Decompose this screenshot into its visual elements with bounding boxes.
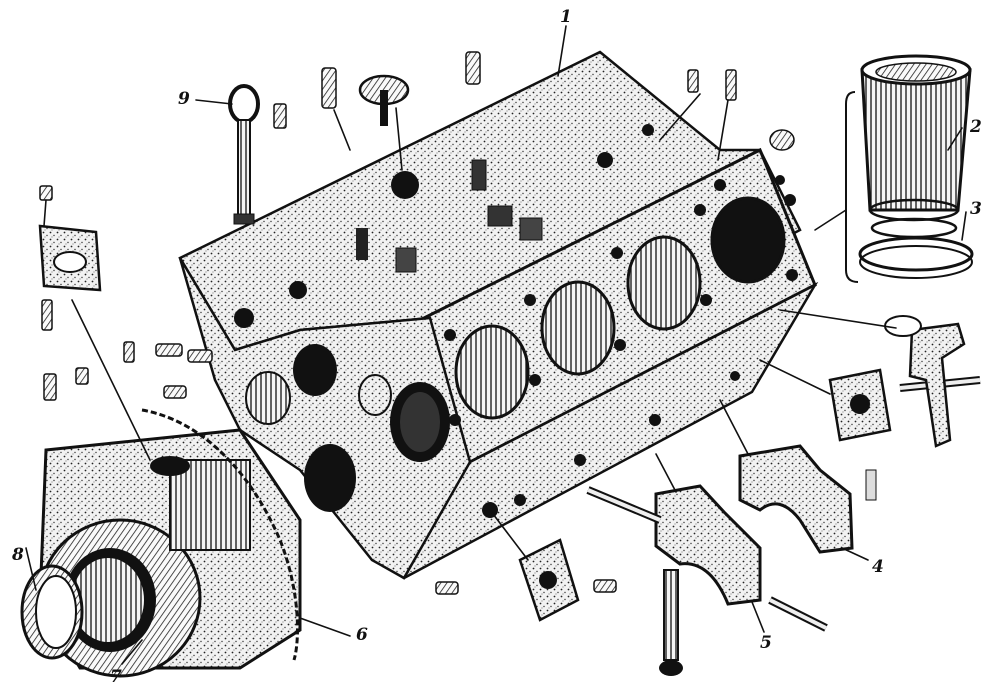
housing-gasket (141, 408, 299, 661)
liner-seal-ring (858, 236, 974, 279)
callout-6: 6 (356, 625, 368, 645)
callout-labels: 1 2 3 4 5 6 7 8 9 (11, 7, 982, 687)
cylinder-liner (860, 54, 972, 239)
lower-flange (518, 538, 580, 622)
liner-bracket (845, 91, 859, 283)
front-bores (245, 344, 450, 512)
cover-plate (38, 224, 102, 292)
block-front-face (178, 257, 472, 580)
callout-1: 1 (560, 7, 572, 27)
dowel-pins (39, 51, 795, 595)
callout-5: 5 (760, 633, 772, 653)
cylinder-bores (454, 196, 786, 420)
side-flange (828, 368, 892, 442)
main-bearing-cap-5 (654, 484, 762, 676)
cylinder-block (178, 50, 819, 580)
callout-8: 8 (11, 545, 24, 565)
callout-3: 3 (970, 199, 982, 219)
deck-details (234, 124, 654, 328)
callout-9: 9 (178, 89, 190, 109)
oil-dipstick (228, 84, 260, 225)
leader-lines (25, 25, 967, 665)
stud-holes (444, 175, 798, 518)
callout-4: 4 (872, 557, 884, 577)
callout-7: 7 (110, 667, 122, 687)
oil-pump-bracket (884, 315, 966, 448)
rear-seal-ring (20, 564, 84, 660)
main-bearing-cap-4 (738, 444, 877, 554)
callout-2: 2 (969, 117, 982, 137)
cap-plug (358, 74, 410, 126)
flywheel-housing (38, 428, 302, 678)
